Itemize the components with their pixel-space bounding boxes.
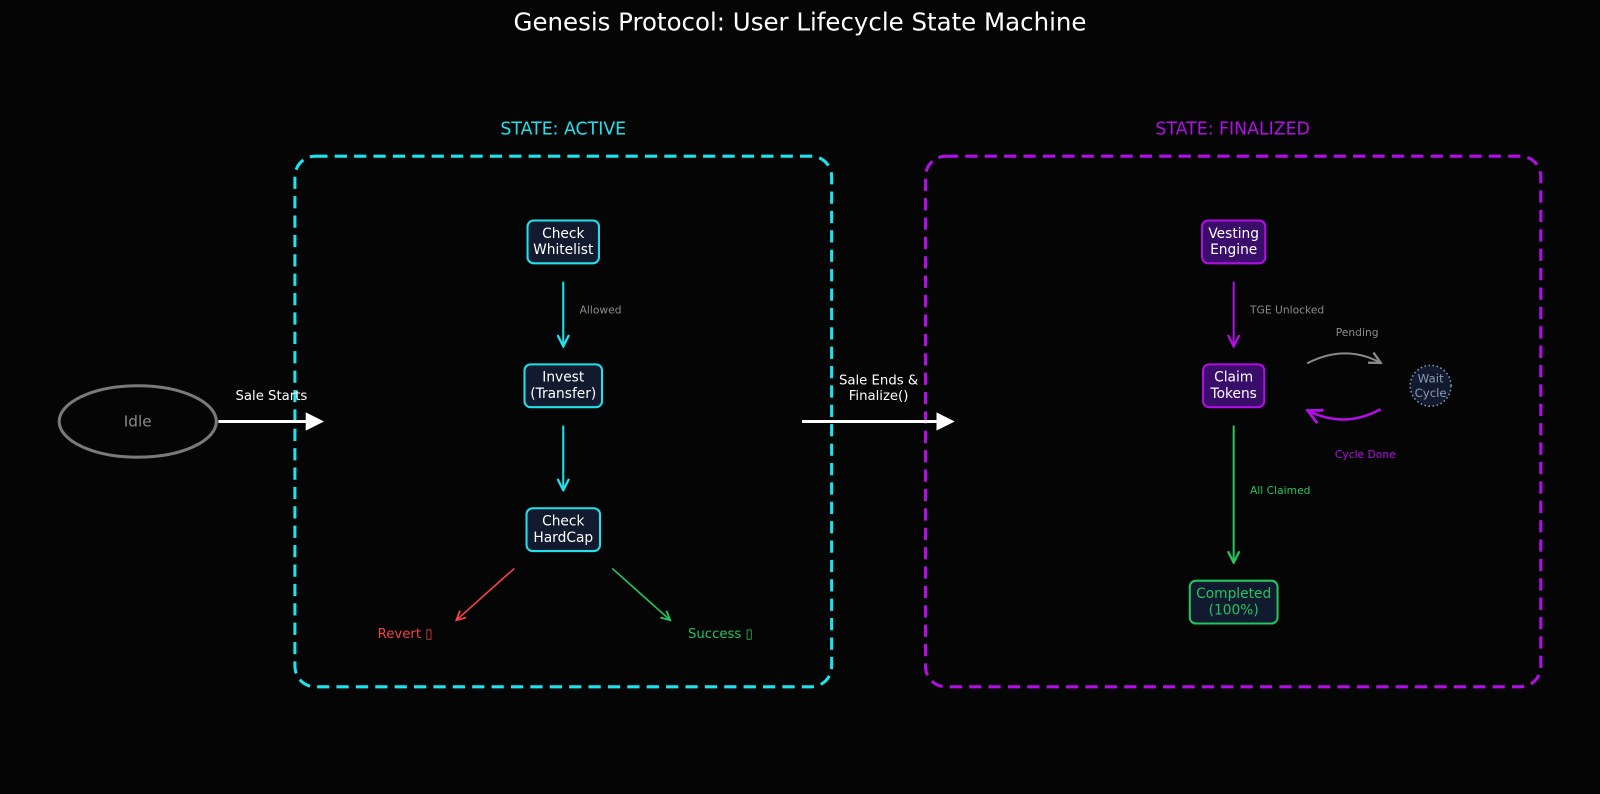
tge-unlocked-label: TGE Unlocked [1249,303,1324,316]
cycle-done-edge [1309,408,1382,419]
pending-edge [1306,353,1379,365]
completed-line2: (100%) [1209,602,1259,618]
idle-node[interactable]: Idle [57,384,218,459]
cycle-done-label: Cycle Done [1335,448,1396,461]
allowed-label: Allowed [580,303,622,316]
success-outcome: Success ▯ [688,627,753,642]
check-whitelist-line2: Whitelist [533,242,594,258]
sale-starts-label: Sale Starts [235,389,307,404]
invest-line1: Invest [542,370,585,386]
claim-tokens-line2: Tokens [1210,386,1257,402]
active-state-title: STATE: ACTIVE [500,120,626,140]
finalized-state-title: STATE: FINALIZED [1155,120,1309,140]
sale-ends-label-line1: Sale Ends & [839,374,918,389]
diagram-title: Genesis Protocol: User Lifecycle State M… [514,8,1087,37]
vesting-engine-node[interactable]: Vesting Engine [1201,219,1267,265]
check-hardcap-node[interactable]: Check HardCap [525,507,602,553]
success-edge [611,567,669,619]
claim-tokens-node[interactable]: Claim Tokens [1202,363,1266,409]
invest-line2: (Transfer) [530,386,596,402]
sale-ends-label-line2: Finalize() [849,389,909,404]
revert-edge [457,567,515,619]
check-hardcap-line1: Check [542,514,584,530]
completed-node[interactable]: Completed (100%) [1188,579,1279,625]
idle-label: Idle [124,413,152,431]
vesting-engine-line1: Vesting [1208,226,1259,242]
revert-outcome: Revert ▯ [378,627,433,642]
vesting-engine-line2: Engine [1210,242,1257,258]
all-claimed-label: All Claimed [1250,484,1310,497]
claim-tokens-line1: Claim [1214,370,1253,386]
check-whitelist-node[interactable]: Check Whitelist [526,219,600,265]
check-whitelist-line1: Check [542,226,584,242]
pending-label: Pending [1336,326,1379,339]
wait-cycle-node[interactable]: Wait Cycle [1409,364,1452,407]
check-hardcap-line2: HardCap [533,530,593,546]
wait-cycle-line1: Wait [1418,372,1444,386]
wait-cycle-line2: Cycle [1415,386,1447,400]
completed-line1: Completed [1196,586,1271,602]
invest-node[interactable]: Invest (Transfer) [523,363,604,409]
